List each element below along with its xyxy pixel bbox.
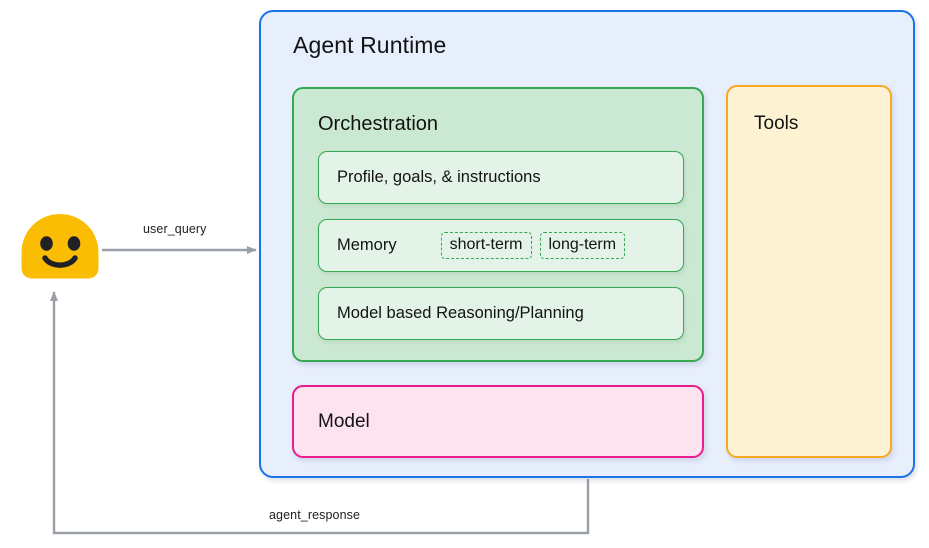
orchestration-row-profile-goals-instructions[interactable]: Profile, goals, & instructions <box>318 151 684 204</box>
agent-runtime-title: Agent Runtime <box>293 32 447 58</box>
user-blob-avatar <box>21 214 99 279</box>
orchestration-row-label: Model based Reasoning/Planning <box>337 304 584 322</box>
tools-title: Tools <box>754 113 799 134</box>
orchestration-title: Orchestration <box>318 113 439 135</box>
memory-tag-group: short-term long-term <box>440 231 626 260</box>
avatar-eye-left <box>40 236 53 251</box>
orchestration-row-model-based-reasoning-planning[interactable]: Model based Reasoning/Planning <box>318 287 684 340</box>
model-container[interactable]: Model <box>292 385 704 458</box>
edge-label-user-query: user_query <box>143 222 207 236</box>
memory-tag-long-term[interactable]: long-term <box>539 231 626 260</box>
agent-runtime-container[interactable]: Agent Runtime Orchestration Profile, goa… <box>259 10 915 478</box>
orchestration-row-label: Memory <box>337 236 397 254</box>
orchestration-row-label: Profile, goals, & instructions <box>337 168 541 186</box>
tools-container[interactable]: Tools <box>726 85 892 458</box>
avatar-eye-right <box>67 236 81 251</box>
memory-tag-short-term[interactable]: short-term <box>440 231 532 260</box>
avatar-smile <box>42 255 78 268</box>
model-label: Model <box>318 410 370 432</box>
orchestration-row-memory[interactable]: Memory short-term long-term <box>318 219 684 272</box>
edge-label-agent-response: agent_response <box>269 508 361 522</box>
orchestration-container[interactable]: Orchestration Profile, goals, & instruct… <box>292 87 704 362</box>
